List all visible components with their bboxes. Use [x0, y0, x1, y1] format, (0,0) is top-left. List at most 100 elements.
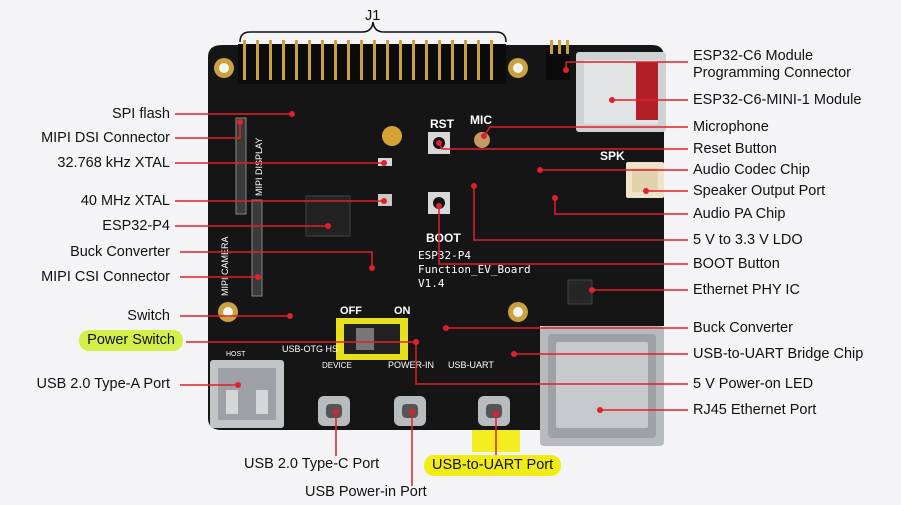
label-esp32-p4: ESP32-P4	[102, 218, 170, 234]
header-pin	[490, 58, 493, 80]
header-pin	[477, 58, 480, 80]
label-buck-converter-left: Buck Converter	[70, 244, 170, 260]
header-pin	[399, 58, 402, 80]
leader-dot	[563, 67, 569, 73]
header-pin	[334, 58, 337, 80]
leader-dot	[255, 274, 261, 280]
leader-dot	[237, 119, 243, 125]
header-pin	[295, 40, 298, 62]
label-ethernet-phy-ic: Ethernet PHY IC	[693, 282, 800, 298]
header-pin	[347, 58, 350, 80]
leader-dot	[436, 203, 442, 209]
mipi-dsi-connector-shape	[235, 117, 247, 215]
silk-mic: MIC	[470, 113, 492, 127]
header-pin	[360, 58, 363, 80]
silk-device: DEVICE	[322, 361, 352, 370]
label-audio-pa-chip: Audio PA Chip	[693, 206, 786, 222]
silk-title-1: ESP32-P4	[418, 249, 471, 262]
mipi-csi-connector-shape	[251, 199, 263, 297]
label-microphone: Microphone	[693, 119, 769, 135]
leader-dot	[381, 198, 387, 204]
label-usb-power-in-port: USB Power-in Port	[305, 484, 427, 500]
header-label-j1: J1	[365, 8, 380, 24]
header-pin	[477, 40, 480, 62]
esp32-p4-chip	[305, 195, 351, 237]
silk-usb-otg: USB-OTG HS	[282, 344, 338, 354]
label-usb-type-c-port: USB 2.0 Type-C Port	[244, 456, 380, 472]
header-pin	[412, 58, 415, 80]
header-pin	[282, 40, 285, 62]
leader-line	[554, 198, 688, 215]
header-pin	[464, 58, 467, 80]
label-boot-button: BOOT Button	[693, 256, 780, 272]
silk-boot: BOOT	[426, 231, 461, 245]
silk-title-2: Function_EV_Board	[418, 263, 531, 276]
ethernet-phy-chip	[567, 279, 593, 305]
leader-line	[180, 251, 373, 268]
label-mipi-dsi-connector: MIPI DSI Connector	[41, 130, 170, 146]
silk-off: OFF	[340, 305, 362, 317]
leader-dot	[511, 351, 517, 357]
leader-dot	[235, 382, 241, 388]
header-pin	[412, 40, 415, 62]
header-pin	[243, 40, 246, 62]
leader-dot	[381, 160, 387, 166]
leader-dot	[493, 411, 499, 417]
leader-dot	[643, 188, 649, 194]
usb-type-a-port	[210, 360, 284, 428]
silk-on: ON	[394, 305, 411, 317]
leader-line	[483, 126, 688, 137]
label-audio-codec-chip: Audio Codec Chip	[693, 162, 810, 178]
header-pin	[490, 40, 493, 62]
header-pin	[464, 40, 467, 62]
pcb-board	[208, 45, 664, 430]
header-pin	[295, 58, 298, 80]
header-pin	[269, 58, 272, 80]
header-pin	[308, 40, 311, 62]
label-switch: Switch	[127, 308, 170, 324]
label-usb-to-uart-port: USB-to-UART Port	[424, 455, 562, 476]
header-pin	[321, 40, 324, 62]
header-pin	[399, 40, 402, 62]
speaker-output-port	[626, 162, 664, 198]
leader-dot	[589, 287, 595, 293]
header-pin	[451, 40, 454, 62]
leader-line	[175, 122, 241, 139]
usb-c-uart-port	[478, 396, 510, 426]
power-switch	[336, 318, 408, 360]
rj45-ethernet-port	[540, 326, 664, 446]
header-pin	[451, 58, 454, 80]
silk-host: HOST	[226, 351, 246, 358]
j1-bracket	[239, 21, 507, 43]
leader-dot	[287, 313, 293, 319]
header-pin	[438, 40, 441, 62]
espressif-logo	[382, 126, 402, 146]
label-32k-xtal: 32.768 kHz XTAL	[57, 155, 170, 171]
silk-rst: RST	[430, 117, 455, 131]
label-reset-button: Reset Button	[693, 141, 777, 157]
header-pin	[373, 58, 376, 80]
leader-dot	[443, 325, 449, 331]
leader-lines	[175, 61, 688, 486]
header-pin	[438, 58, 441, 80]
label-power-on-led: 5 V Power-on LED	[693, 376, 814, 392]
leader-line	[415, 342, 688, 385]
header-pin	[347, 40, 350, 62]
header-pin	[425, 40, 428, 62]
silk-mipi-camera: MIPI CAMERA	[220, 236, 230, 296]
header-pin	[256, 40, 259, 62]
leader-dot	[436, 140, 442, 146]
header-pin	[360, 40, 363, 62]
leader-dot	[413, 339, 419, 345]
label-usb-type-a-port: USB 2.0 Type-A Port	[36, 376, 170, 392]
header-pin	[269, 40, 272, 62]
label-rj45-port: RJ45 Ethernet Port	[693, 402, 817, 418]
label-40mhz-xtal: 40 MHz XTAL	[80, 193, 170, 209]
pin-header-j1	[238, 40, 506, 84]
header-pin	[308, 58, 311, 80]
header-pin	[256, 58, 259, 80]
header-pin	[282, 58, 285, 80]
leader-dot	[537, 167, 543, 173]
leader-dot	[409, 409, 415, 415]
label-ldo: 5 V to 3.3 V LDO	[693, 232, 803, 248]
